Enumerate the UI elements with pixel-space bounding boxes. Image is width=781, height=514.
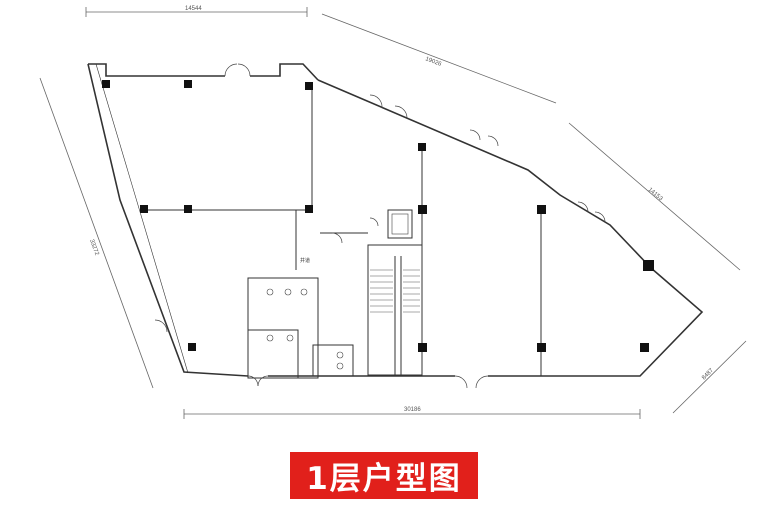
outer-walls <box>87 63 704 377</box>
page-title: 1层户型图 <box>306 461 462 497</box>
floor-plan: 14544 19026 14153 33272 30186 8487 <box>39 6 747 419</box>
dim-top-left: 14544 <box>185 6 202 12</box>
structural-columns <box>102 80 654 352</box>
room-mark: 井道 <box>300 257 310 264</box>
dim-bottom: 30186 <box>404 407 421 413</box>
door-swings <box>154 63 606 389</box>
dimension-lines <box>39 7 747 419</box>
dim-top-right: 14153 <box>647 187 664 203</box>
stair-treads <box>370 269 420 313</box>
interior-walls <box>145 84 542 379</box>
toilet-fixtures <box>266 213 409 370</box>
title-banner: 1层户型图 <box>290 452 478 499</box>
dim-right: 8487 <box>701 367 715 381</box>
dim-left: 33272 <box>88 239 100 257</box>
dim-top-mid: 19026 <box>424 56 442 68</box>
